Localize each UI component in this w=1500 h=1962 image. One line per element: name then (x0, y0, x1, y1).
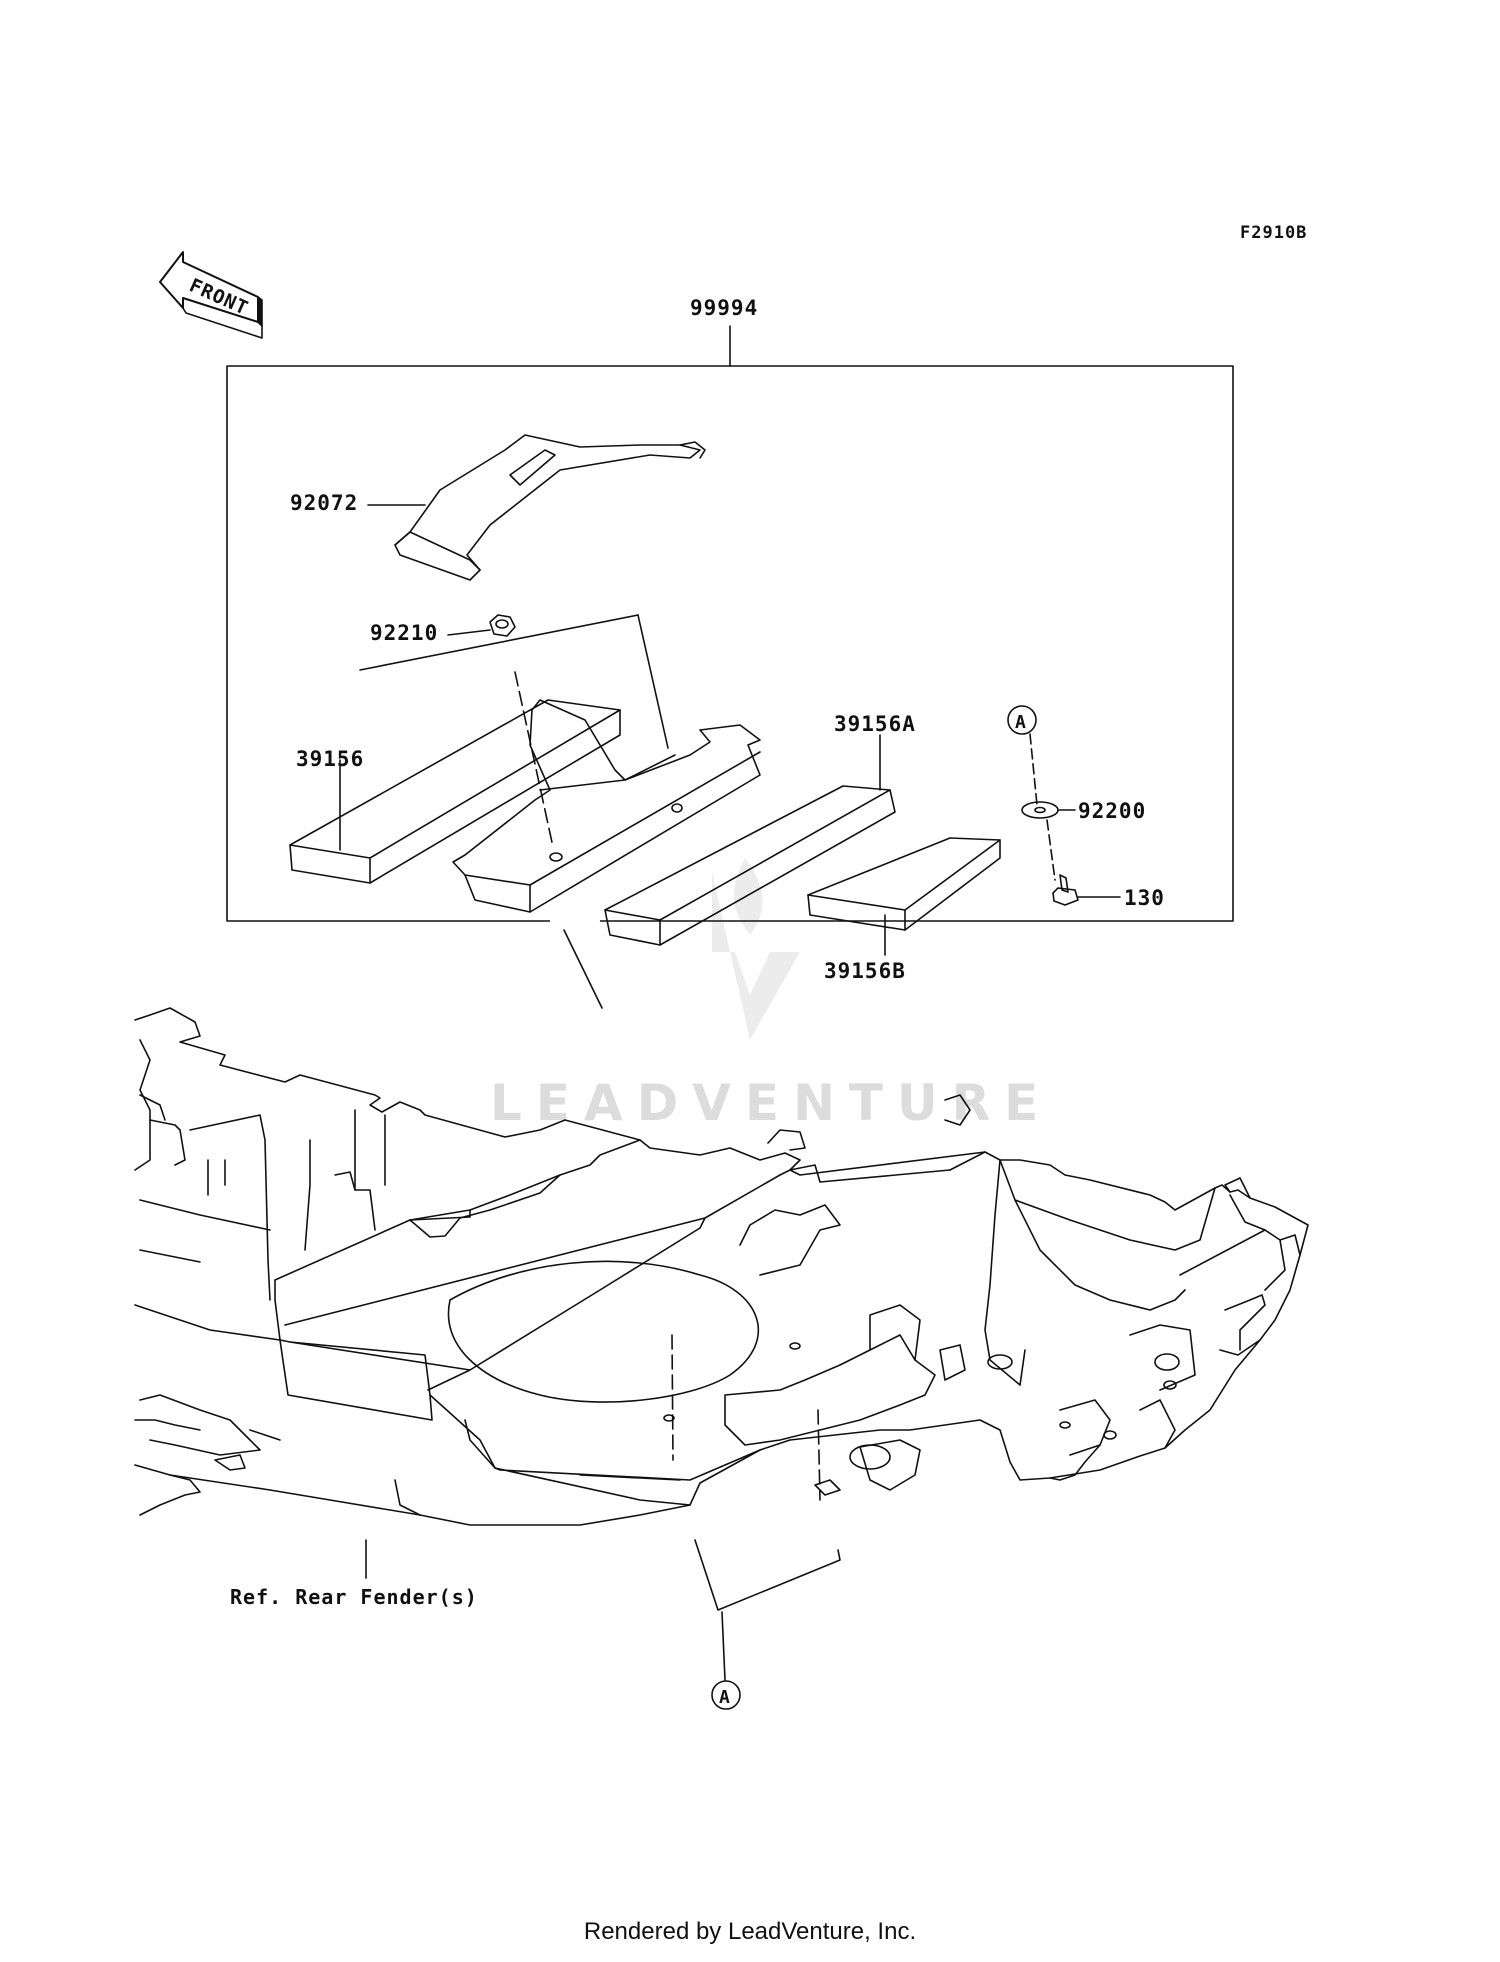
rear-fender-ref (134, 1007, 1309, 1526)
strap-92072 (394, 434, 706, 581)
label-92210: 92210 (370, 621, 438, 645)
label-39156: 39156 (296, 747, 364, 771)
callout-a-top (1007, 705, 1037, 735)
front-arrow-icon (159, 251, 263, 339)
washer-92200 (1021, 801, 1059, 819)
callout-a-bracket (694, 1539, 841, 1611)
nut-92210 (489, 614, 516, 637)
diagram-code: F2910B (1240, 223, 1307, 243)
callout-a-top-label: A (1015, 712, 1027, 733)
footer-credit: Rendered by LeadVenture, Inc. (583, 1918, 917, 1945)
callout-a-bottom-label: A (719, 1687, 731, 1708)
label-99994: 99994 (690, 296, 758, 320)
pad-39156A (604, 785, 896, 946)
label-92200: 92200 (1078, 799, 1146, 823)
tray-bracket (452, 699, 761, 913)
watermark-logo (712, 858, 800, 1040)
label-39156A: 39156A (834, 712, 916, 736)
pad-39156B (807, 837, 1001, 931)
callout-a-bottom (711, 1680, 741, 1710)
label-130: 130 (1124, 886, 1165, 910)
label-39156B: 39156B (824, 959, 906, 983)
bolt-130 (1052, 874, 1079, 906)
ref-rear-fender-label: Ref. Rear Fender(s) (230, 1585, 478, 1609)
label-92072: 92072 (290, 491, 358, 515)
watermark-text: LEADVENTURE (490, 1074, 1052, 1132)
